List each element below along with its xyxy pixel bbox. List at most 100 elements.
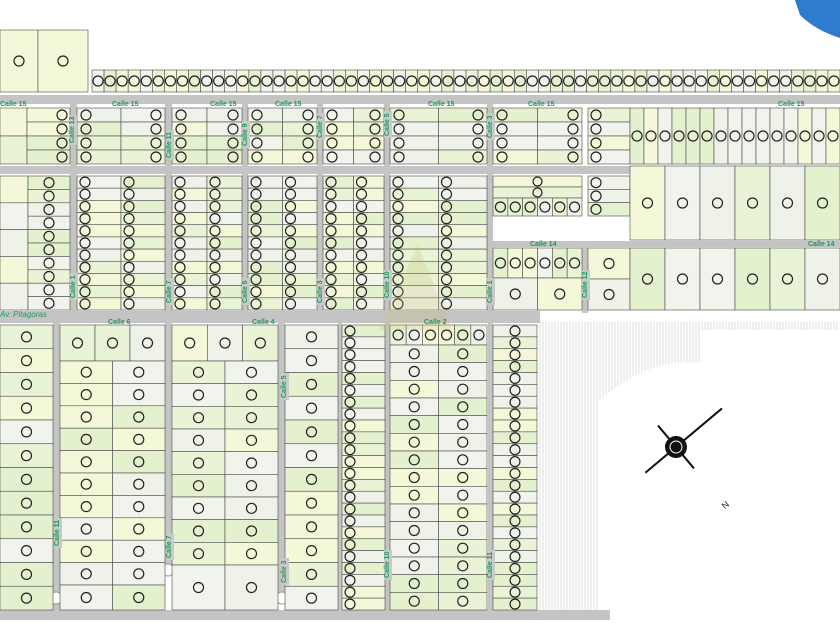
lot-number-marker [502,75,514,87]
road [242,104,248,312]
lot-number-marker [394,75,406,87]
lot [438,486,488,505]
lot-number-marker [816,273,829,285]
lot-number-marker [771,130,783,142]
compass-rose [644,407,723,474]
lot [441,69,455,93]
lot-number-marker [250,200,262,213]
lot-number-marker [472,123,484,135]
street-label: Calle 15 [0,101,27,108]
lot [389,212,439,226]
lot [59,495,113,519]
lot-number-marker [799,130,811,142]
lot-number-marker [20,402,33,414]
lot [112,517,166,541]
lot-number-marker [539,201,551,213]
lot-number-marker [355,273,368,286]
lot-number-marker [768,75,780,87]
lot [587,247,631,280]
lot-number-marker [687,130,699,142]
street-label: Calle 1 [70,273,78,300]
lot-number-marker [92,75,104,87]
lot-number-marker [442,75,454,87]
lot-number-marker [804,75,816,87]
lot-number-marker [284,176,297,188]
lot-number-marker [209,298,221,310]
lot-number-marker [133,501,145,513]
lot [284,372,339,397]
lot-number-marker [344,349,356,361]
lot-number-marker [344,503,356,515]
lot [706,69,720,93]
lot-number-marker [56,123,68,135]
road [488,323,493,610]
lot [438,397,488,416]
lot-number-marker [494,201,507,213]
lot-number-marker [20,378,33,390]
lot [206,121,243,137]
lot [664,165,701,241]
lot [438,468,488,487]
lot-number-marker [440,329,453,341]
street-label: Calle 5 [384,111,392,138]
lot-number-marker [785,130,797,142]
lot [610,69,624,93]
lot [0,29,39,93]
lot-number-marker [56,151,68,163]
lot-number-marker [285,75,297,87]
lot-number-marker [457,507,469,519]
lot-number-marker [333,75,345,87]
lot-number-marker [188,75,201,87]
lot [682,69,696,93]
lot [0,324,54,350]
lot [417,69,431,93]
lot [0,282,29,311]
lot [284,69,298,93]
lot [247,149,283,165]
lot [429,69,443,93]
lot-number-marker [406,75,418,87]
street-label: Calle 7 [317,113,325,140]
lot-number-marker [440,237,453,249]
lot [492,479,538,492]
lot-number-marker [174,188,186,200]
lot-number-marker [355,261,368,273]
lot-number-marker [305,402,318,414]
lot [389,380,439,399]
lot-number-marker [440,286,453,298]
lot [0,395,54,421]
lot [492,562,538,575]
lot-number-marker [454,75,466,87]
lot-number-marker [57,55,69,67]
lot-number-marker [509,349,521,361]
lot [112,450,166,474]
lot [284,324,339,350]
lot-number-marker [496,123,508,135]
lot-number-marker [20,497,33,509]
lot-number-marker [209,286,221,298]
lot-number-marker [325,273,337,286]
lot [0,135,28,165]
lot-number-marker [355,237,368,249]
road [338,323,342,610]
lot-number-marker [550,75,563,87]
lot [734,165,771,241]
lot-number-marker [408,365,420,378]
road [384,104,390,312]
lot-number-marker [174,176,186,188]
lot [248,69,262,93]
lot [59,324,96,362]
lot [353,297,385,311]
lot-number-marker [645,130,657,142]
lot-number-marker [408,348,420,360]
lot [389,415,439,434]
lot-number-marker [590,203,602,215]
lot-number-marker [635,75,647,87]
lot [769,165,806,241]
lot-number-marker [554,288,566,300]
lot-number-marker [509,467,521,479]
lot [438,450,488,469]
lot-number-marker [344,384,356,396]
lot-number-marker [305,592,318,604]
lot [389,224,439,238]
